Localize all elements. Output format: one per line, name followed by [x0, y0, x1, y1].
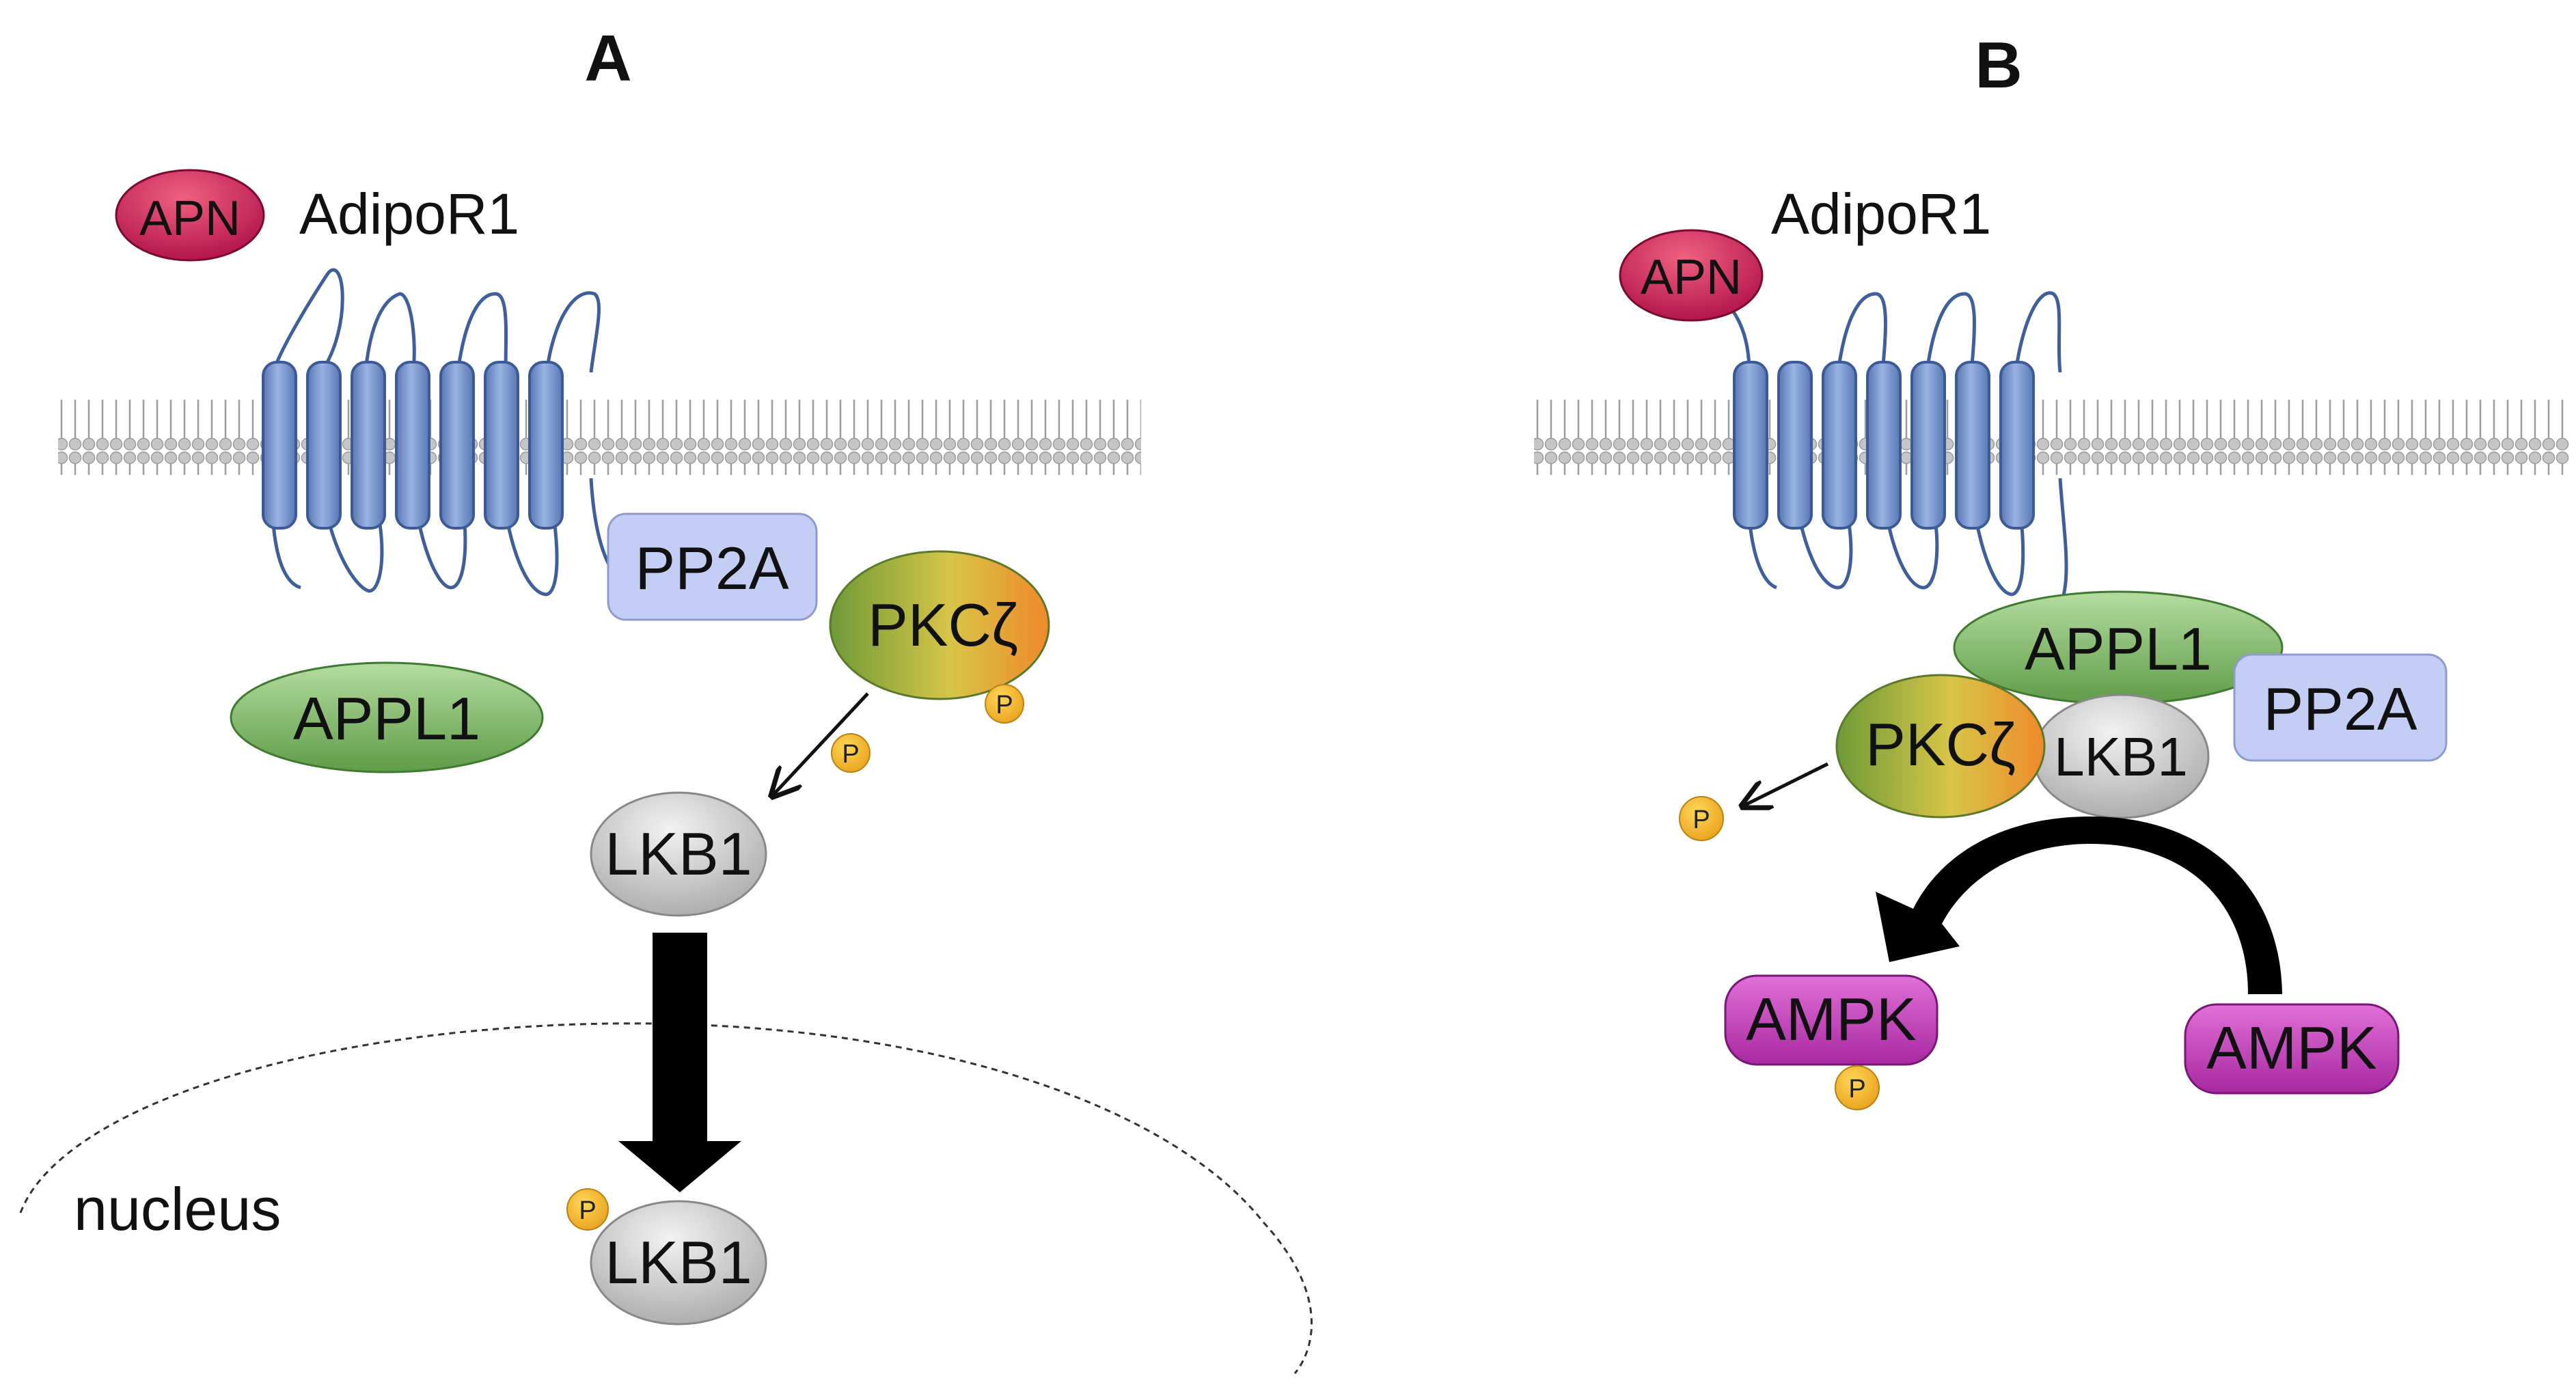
ampk-b-label: AMPK	[2206, 1014, 2376, 1082]
adipor1-helices-a	[262, 361, 564, 530]
phospho-release-arrow-b	[1742, 762, 1829, 806]
lkb1-nucleus-a-label: LKB1	[605, 1229, 752, 1296]
ampk-phospho-b-label: AMPK	[1746, 985, 1916, 1053]
adipor1-helices-b	[1733, 361, 2035, 530]
phospho-released-b	[1679, 796, 1724, 841]
apn-a	[115, 169, 265, 262]
panel-b: B APN AdipoR1 APPL1 PP2A LKB1	[1534, 29, 2569, 1110]
phospho-ampk-b-label: P	[1848, 1075, 1865, 1103]
pkc-b-label: PKCζ	[1865, 711, 2016, 778]
ampk-phospho-b	[1724, 974, 1938, 1066]
translocation-arrow-a	[618, 933, 741, 1192]
pkc-b	[1835, 674, 2046, 819]
pkc-a	[829, 550, 1050, 700]
phospho-ampk-b	[1835, 1065, 1880, 1110]
nucleus-boundary	[19, 1022, 1313, 1374]
lkb1-b-label: LKB1	[2054, 726, 2188, 787]
pkc-a-label: PKCζ	[868, 591, 1018, 659]
appl1-a	[230, 661, 544, 773]
panel-b-title: B	[1975, 29, 2022, 102]
lkb1-cyto-a-label: LKB1	[605, 820, 752, 888]
pp2a-b	[2233, 653, 2448, 762]
adipor1-b-label: AdipoR1	[1771, 182, 1991, 246]
phospho-arrow-a	[772, 692, 869, 796]
membrane-a	[58, 400, 1141, 475]
phospho-lkb1-a	[566, 1188, 609, 1231]
pp2a-b-label: PP2A	[2263, 675, 2417, 743]
apn-b-label: APN	[1641, 250, 1742, 305]
nucleus-label: nucleus	[74, 1175, 281, 1243]
phospho-transfer-a-label: P	[842, 740, 859, 769]
receptor-loops-b	[1694, 285, 2068, 613]
appl1-a-label: APPL1	[293, 685, 480, 752]
membrane-b	[1534, 400, 2569, 475]
pp2a-a-label: PP2A	[635, 534, 789, 602]
appl1-b-label: APPL1	[2025, 615, 2212, 683]
ampk-b	[2184, 1003, 2400, 1095]
activation-curved-arrow-b	[1876, 817, 2282, 994]
phospho-released-b-label: P	[1693, 806, 1710, 834]
lkb1-cyto-a	[590, 791, 767, 917]
panel-a-title: A	[584, 22, 631, 95]
pp2a-a	[607, 512, 818, 621]
phospho-pkc-a-label: P	[996, 691, 1013, 719]
panel-a: A APN AdipoR1 PP2A PKCζ P APPL1	[19, 22, 1313, 1374]
phospho-pkc-a	[985, 684, 1024, 724]
adipor1-a-label: AdipoR1	[299, 182, 519, 246]
phospho-lkb1-a-label: P	[579, 1196, 596, 1225]
apn-b	[1619, 229, 1764, 322]
lkb1-nucleus-a	[590, 1200, 767, 1326]
receptor-loops-a	[271, 268, 657, 603]
apn-a-label: APN	[139, 191, 241, 246]
phospho-transfer-a	[831, 733, 871, 773]
